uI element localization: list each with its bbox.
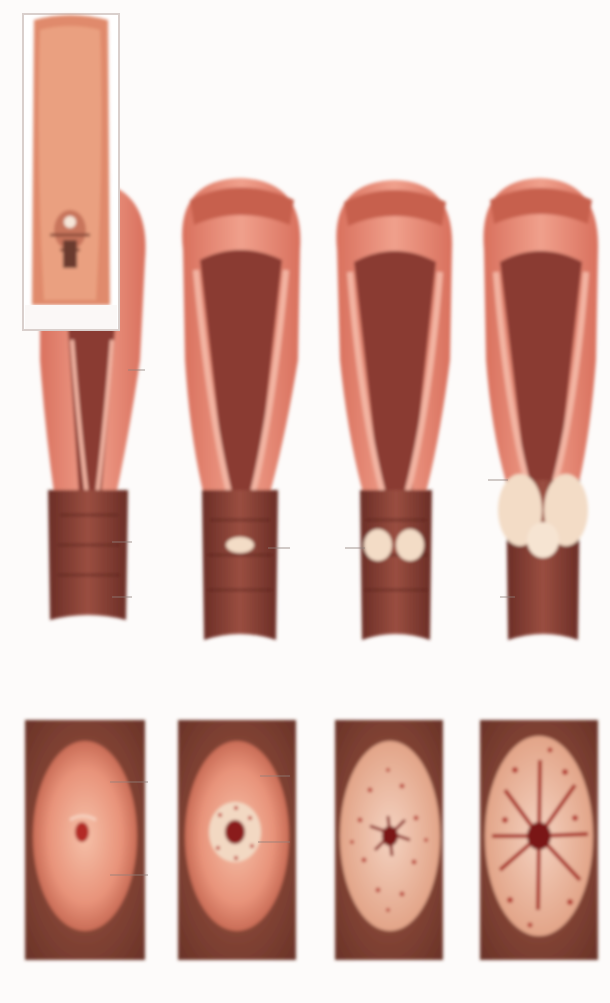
uterus-section-4 [483,178,598,640]
cervix-view-1 [25,720,145,960]
leader-lines-top [112,370,515,597]
cervix-view-4 [480,720,598,960]
cervix-view-3 [335,720,443,960]
uterus-section-2 [182,178,300,640]
inset-body-view [23,14,119,330]
uterus-section-3 [336,180,452,640]
cervix-view-2 [178,720,296,960]
